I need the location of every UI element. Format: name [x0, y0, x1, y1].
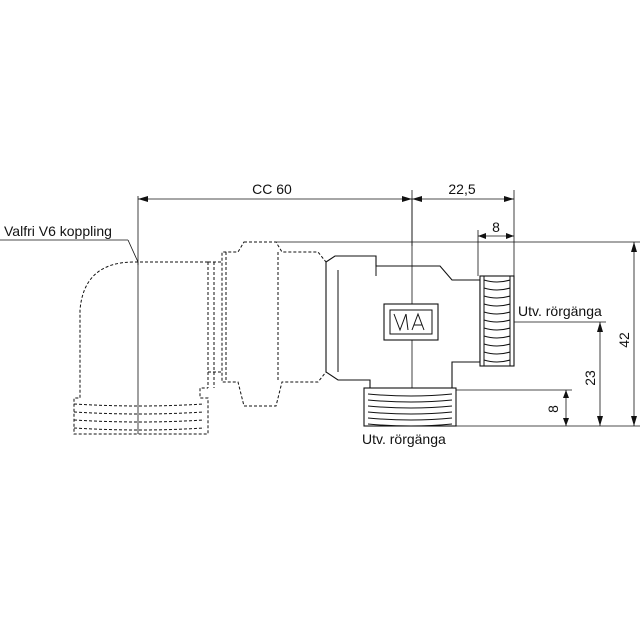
dimension-height-mid-label: 23: [582, 370, 598, 386]
label-outlet-bottom-text: Utv. rörgänga: [362, 431, 446, 447]
dimension-cc-label: CC 60: [252, 181, 292, 197]
label-coupling-text: Valfri V6 koppling: [4, 223, 112, 239]
optional-coupling: [73, 241, 327, 435]
dimension-offset-label: 22,5: [448, 181, 475, 197]
dimension-thread-bottom-label: 8: [545, 405, 561, 413]
label-outlet-bottom: Utv. rörgänga: [362, 431, 446, 447]
label-outlet-right: Utv. rörgänga: [518, 303, 602, 319]
va-logo-icon: [383, 303, 439, 341]
label-outlet-right-text: Utv. rörgänga: [518, 303, 602, 319]
dimension-cc: CC 60: [137, 181, 413, 265]
dimension-thread-right: 8: [477, 219, 514, 276]
dimension-thread-right-label: 8: [492, 219, 500, 235]
dimension-thread-bottom: 8: [456, 389, 572, 426]
dimension-offset: 22,5: [412, 181, 515, 276]
dimension-height-total: 42: [275, 241, 640, 427]
right-thread: [479, 275, 515, 367]
dimension-height-total-label: 42: [616, 332, 632, 348]
bottom-thread: [363, 387, 457, 427]
label-coupling: Valfri V6 koppling: [0, 223, 139, 263]
